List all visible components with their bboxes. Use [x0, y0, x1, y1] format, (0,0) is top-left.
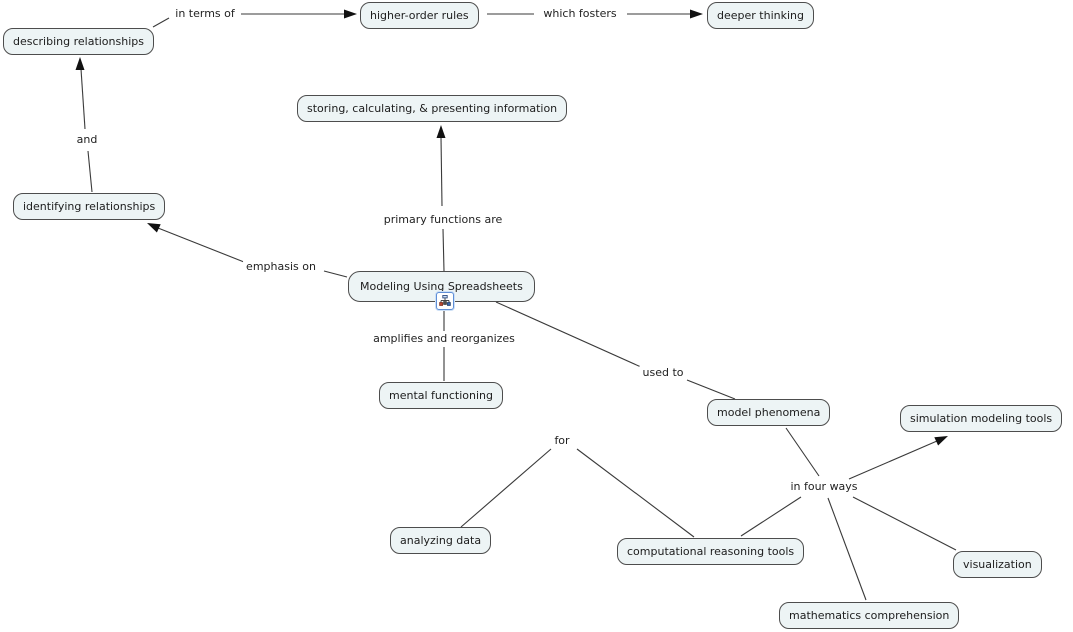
concept-storing-calculating-presenting[interactable]: storing, calculating, & presenting infor…: [297, 95, 568, 122]
concept-visualization[interactable]: visualization: [953, 551, 1042, 578]
phrase-emphasis-on[interactable]: emphasis on: [243, 260, 319, 274]
phrase-primary-functions-are[interactable]: primary functions are: [380, 213, 506, 227]
concept-model-phenomena[interactable]: model phenomena: [707, 399, 831, 426]
concept-higher-order-rules[interactable]: higher-order rules: [360, 2, 479, 29]
concept-computational-reasoning-tools[interactable]: computational reasoning tools: [617, 538, 805, 565]
phrase-and[interactable]: and: [73, 133, 101, 147]
concept-map-resource-icon[interactable]: [436, 292, 454, 310]
phrase-for[interactable]: for: [551, 434, 573, 448]
phrase-which-fosters[interactable]: which fosters: [540, 7, 620, 21]
concept-identifying-relationships[interactable]: identifying relationships: [13, 193, 166, 220]
concept-analyzing-data[interactable]: analyzing data: [390, 527, 492, 554]
concept-deeper-thinking[interactable]: deeper thinking: [707, 2, 814, 29]
phrase-in-terms-of[interactable]: in terms of: [172, 7, 238, 21]
phrase-in-four-ways[interactable]: in four ways: [787, 480, 861, 494]
mini-org-chart-glyph: [439, 295, 451, 306]
concept-describing-relationships[interactable]: describing relationships: [3, 28, 154, 55]
concept-mental-functioning[interactable]: mental functioning: [379, 382, 504, 409]
concept-mathematics-comprehension[interactable]: mathematics comprehension: [779, 602, 960, 629]
phrase-amplifies-and-reorganizes[interactable]: amplifies and reorganizes: [370, 332, 518, 346]
phrase-used-to[interactable]: used to: [639, 366, 687, 380]
concept-simulation-modeling-tools[interactable]: simulation modeling tools: [900, 405, 1063, 432]
